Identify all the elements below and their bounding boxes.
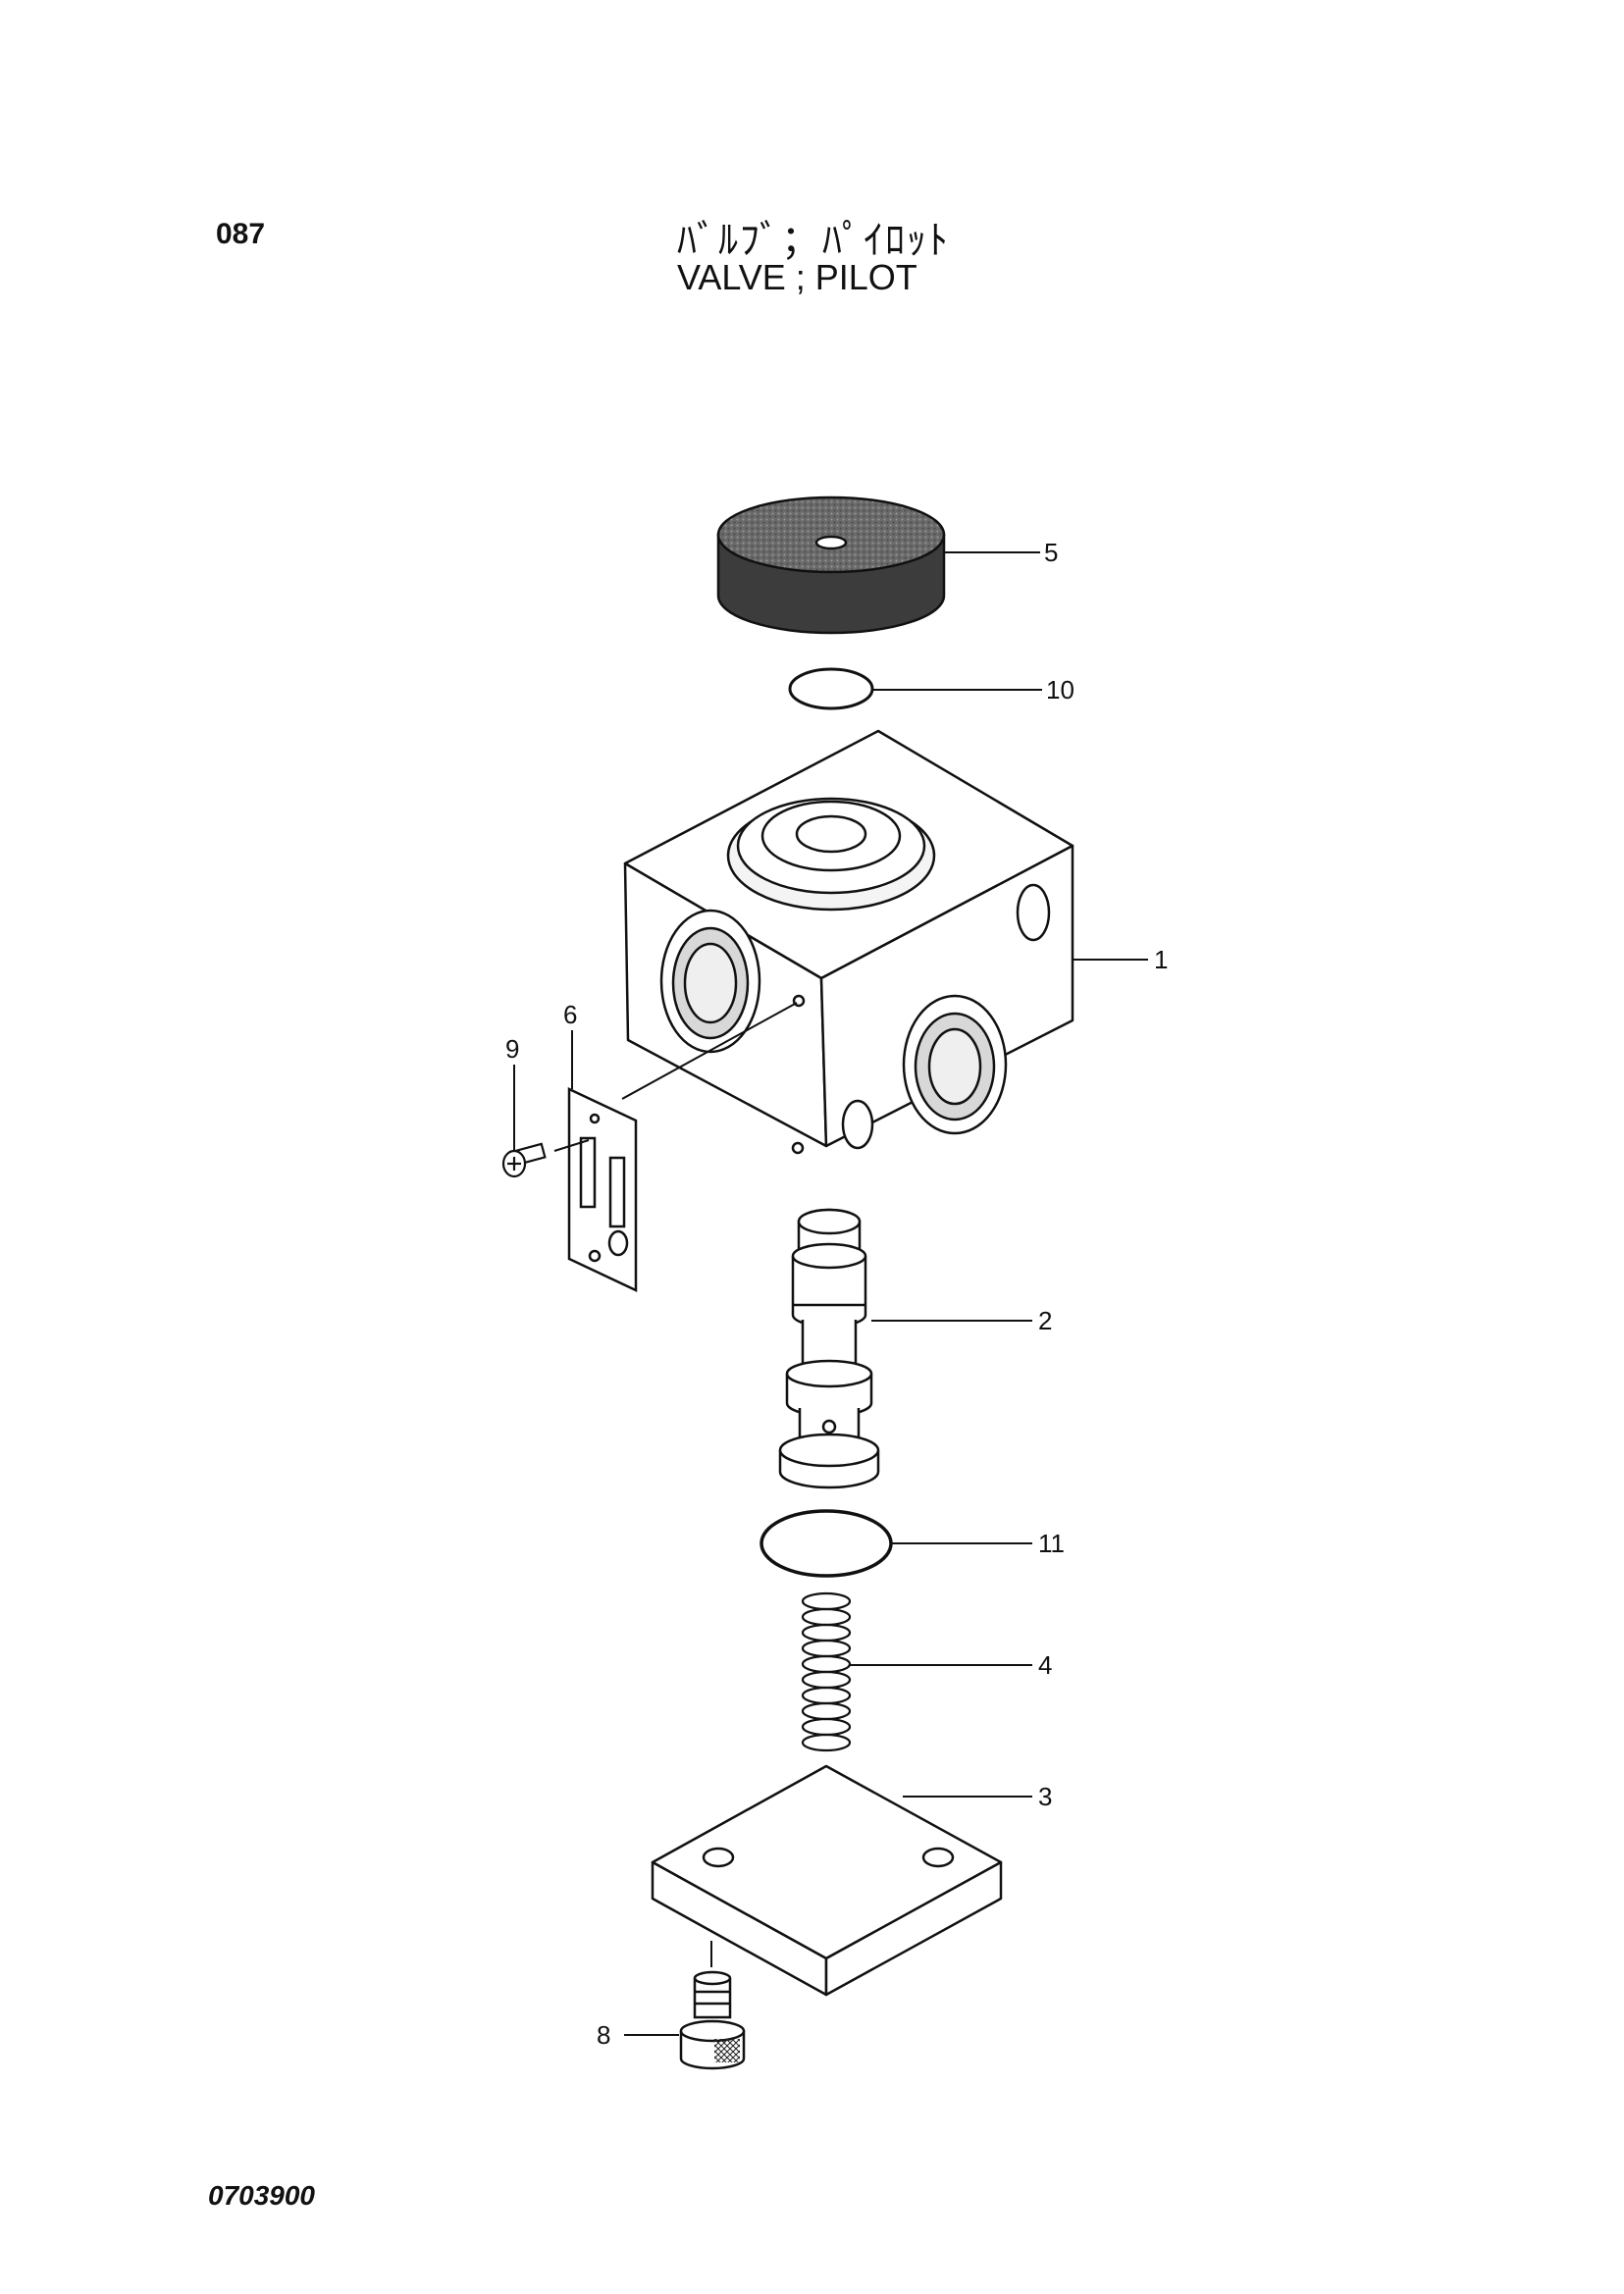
callout-10: 10: [1046, 675, 1074, 704]
part-5-cap: [716, 495, 946, 635]
title-english: VALVE ; PILOT: [677, 257, 917, 297]
part-9-screw: [501, 1138, 590, 1178]
title-japanese: ﾊﾞﾙﾌﾞ；ﾊﾟｲﾛｯﾄ: [677, 219, 950, 262]
callout-9: 9: [505, 1034, 519, 1064]
callout-2: 2: [1038, 1306, 1052, 1335]
part-8-plug: [679, 1970, 746, 2070]
part-6-plate: [567, 1087, 638, 1292]
callout-leaders: [513, 551, 1148, 2036]
callout-8: 8: [597, 2020, 610, 2050]
part-3-cover-plate: [651, 1764, 1003, 1997]
part-1-valve-body: [623, 729, 1074, 1155]
callout-5: 5: [1044, 538, 1058, 567]
leader-line-6-to-body: [621, 1002, 798, 1100]
page-number: 087: [216, 218, 266, 250]
part-10-o-ring: [788, 667, 874, 710]
callout-11: 11: [1038, 1529, 1065, 1558]
callout-1: 1: [1154, 945, 1168, 974]
callout-3: 3: [1038, 1782, 1052, 1811]
part-4-spring: [801, 1591, 852, 1752]
callout-6: 6: [563, 1000, 577, 1029]
drawing-code: 0703900: [208, 2180, 316, 2211]
part-11-o-ring: [760, 1509, 893, 1578]
callout-4: 4: [1038, 1650, 1052, 1680]
part-2-spool: [778, 1208, 880, 1489]
